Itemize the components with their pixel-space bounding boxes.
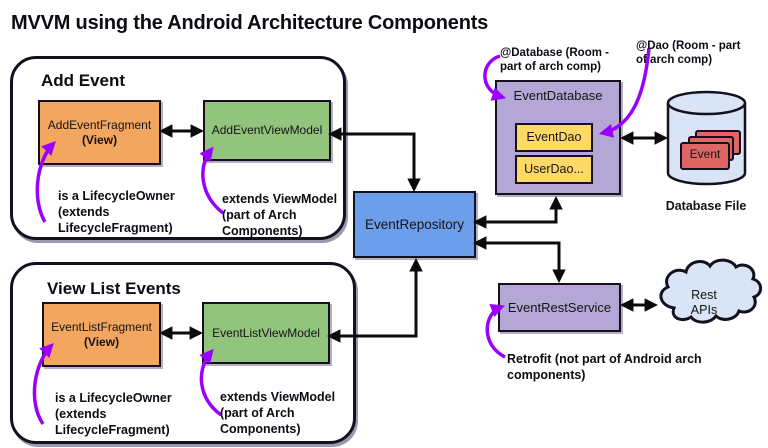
add-event-viewmodel-box: AddEventViewModel — [203, 100, 331, 161]
add-event-fragment-name: AddEventFragment — [47, 117, 152, 132]
add-event-fragment-box: AddEventFragment (View) — [38, 100, 161, 165]
user-dao-box: UserDao... — [515, 155, 593, 184]
list-fragment-note: is a LifecycleOwner (extends LifecycleFr… — [55, 391, 172, 437]
event-repository-name: EventRepository — [364, 217, 465, 232]
event-dao-name: EventDao — [526, 130, 582, 144]
diagram-title: MVVM using the Android Architecture Comp… — [11, 12, 489, 34]
event-repository-box: EventRepository — [353, 191, 476, 258]
event-database-name: EventDatabase — [513, 88, 603, 103]
group-view-list-events-label: View List Events — [47, 279, 181, 298]
event-record-label: Event — [689, 147, 721, 161]
add-viewmodel-note: extends ViewModel (part of Arch Componen… — [222, 192, 338, 238]
event-list-viewmodel-box: EventListViewModel — [202, 302, 330, 364]
event-list-fragment-name: EventListFragment — [51, 319, 152, 334]
event-rest-service-name: EventRestService — [507, 300, 612, 315]
event-list-viewmodel-name: EventListViewModel — [212, 325, 320, 340]
group-add-event-label: Add Event — [41, 71, 126, 90]
add-event-fragment-role: (View) — [81, 132, 118, 147]
retrofit-annotation: Retrofit (not part of Android arch compo… — [507, 352, 702, 382]
arrow-repository-database — [472, 195, 563, 229]
event-dao-box: EventDao — [515, 123, 593, 152]
dao-annotation: @Dao (Room - part of arch comp) — [636, 40, 741, 66]
database-file-cylinder — [666, 90, 747, 186]
event-list-fragment-box: EventListFragment (View) — [42, 302, 161, 367]
event-rest-service-box: EventRestService — [498, 283, 621, 332]
list-viewmodel-note: extends ViewModel (part of Arch Componen… — [220, 390, 336, 436]
event-list-fragment-role: (View) — [83, 334, 120, 349]
user-dao-name: UserDao... — [524, 162, 584, 176]
add-fragment-note: is a LifecycleOwner (extends LifecycleFr… — [58, 189, 175, 235]
add-event-viewmodel-name: AddEventViewModel — [211, 123, 323, 137]
rest-apis-label: Rest APIs — [690, 288, 718, 317]
database-annotation: @Database (Room - part of arch comp) — [500, 47, 609, 73]
arrow-repository-restservice — [472, 236, 566, 284]
database-file-label: Database File — [665, 199, 747, 213]
